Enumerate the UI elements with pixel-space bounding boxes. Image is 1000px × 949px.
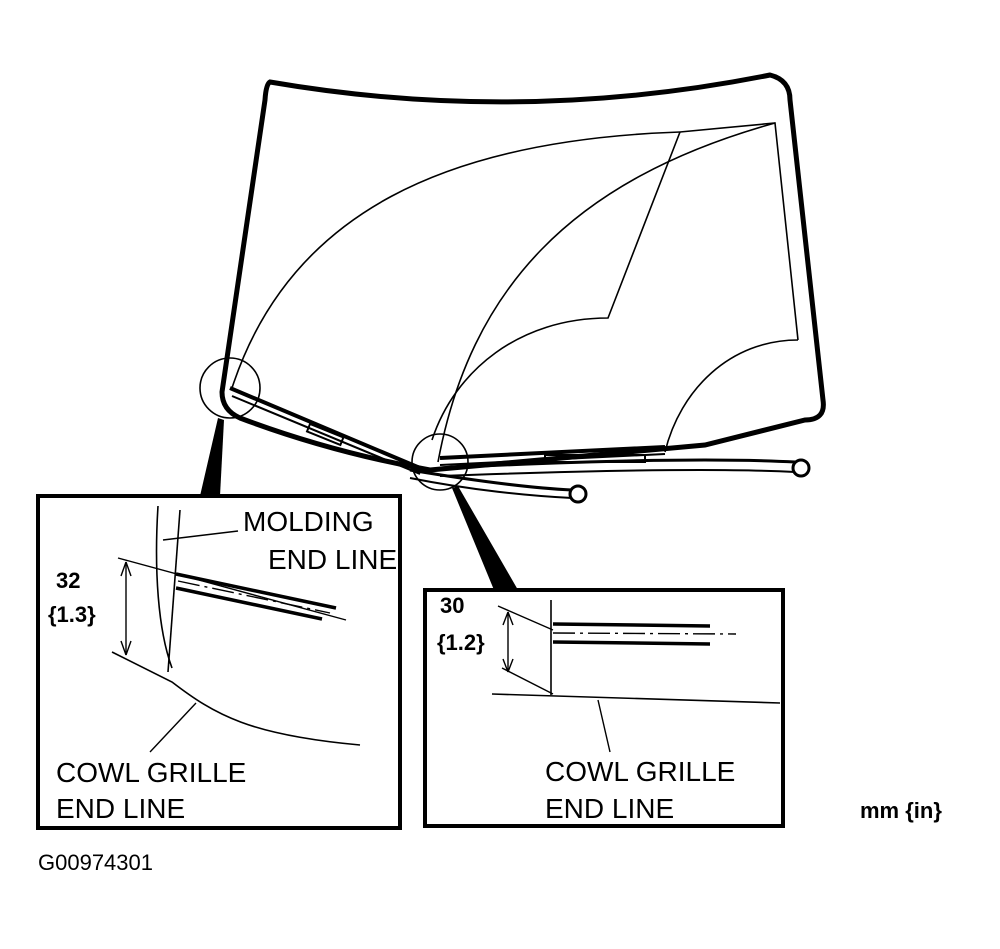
figure-code: G00974301 — [38, 850, 153, 875]
left-wiper-pivot — [568, 484, 588, 504]
right-dimension-in: {1.2} — [437, 630, 485, 655]
cowl-grille-curve — [111, 651, 361, 746]
left-callout-pointer — [200, 418, 224, 496]
right-cowl-label-2: END LINE — [545, 793, 674, 824]
right-callout-pointer — [452, 486, 518, 590]
molding-leader — [162, 530, 239, 541]
right-cowl-grille-line — [491, 693, 781, 704]
left-detail-callout-circle — [199, 357, 261, 419]
left-dimension-mm: 32 — [56, 568, 80, 593]
right-detail-callout-circle — [411, 433, 469, 491]
left-wiper-sweep-arc — [231, 131, 681, 389]
molding-end-line-label-1: MOLDING — [243, 506, 374, 537]
right-dimension-mm: 30 — [440, 593, 464, 618]
right-detail-view: 30 {1.2} COWL GRILLE END LINE — [423, 588, 785, 828]
left-cowl-label-2: END LINE — [56, 793, 185, 824]
units-label: mm {in} — [860, 798, 942, 823]
left-cowl-leader — [149, 702, 197, 753]
right-detail-frame — [423, 588, 785, 828]
left-dimension-in: {1.3} — [48, 602, 96, 627]
sweep-inner-edge — [431, 131, 681, 441]
sweep-boundary-line — [679, 122, 799, 341]
right-cowl-label-1: COWL GRILLE — [545, 756, 735, 787]
molding-end-line-label-2: END LINE — [268, 544, 397, 575]
left-wiper-assembly — [229, 386, 588, 504]
right-cowl-leader — [597, 699, 611, 753]
right-wiper-sweep-arc — [437, 122, 776, 463]
windshield-outline — [219, 72, 826, 473]
left-cowl-label-1: COWL GRILLE — [56, 757, 246, 788]
molding-end-line — [167, 509, 181, 673]
glass-edge-curve — [155, 505, 173, 669]
right-wiper-assembly — [439, 445, 811, 478]
left-detail-frame — [36, 494, 402, 830]
left-detail-view: 32 {1.3} MOLDING END LINE COWL GRILLE EN… — [36, 494, 402, 830]
sweep-lower-right-arc — [664, 339, 799, 453]
right-wiper-pivot — [791, 458, 811, 478]
windshield — [199, 72, 826, 504]
